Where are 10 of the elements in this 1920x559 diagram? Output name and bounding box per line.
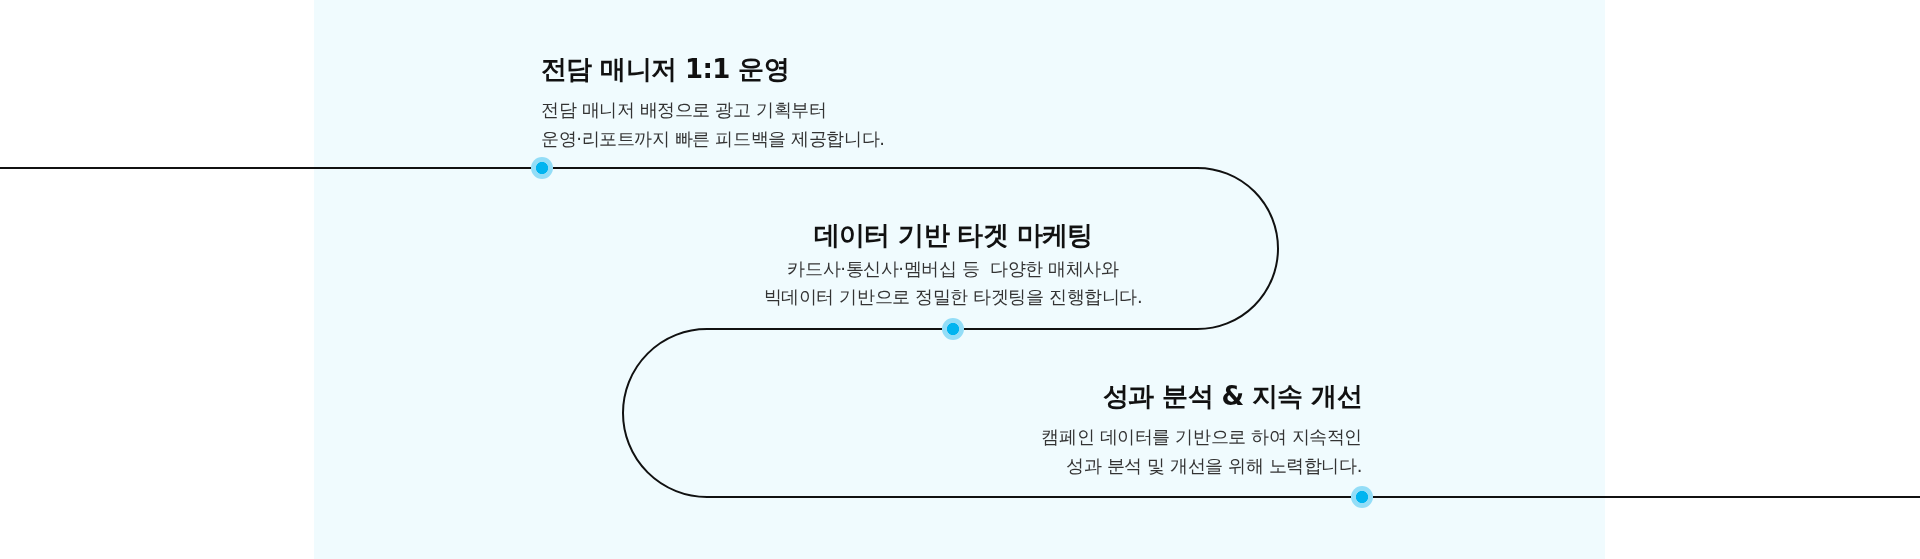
timeline-line xyxy=(622,328,1352,498)
step-title: 전담 매니저 1:1 운영 xyxy=(541,53,789,86)
step-title: 데이터 기반 타겟 마케팅 xyxy=(813,218,1093,252)
step-description: 카드사·통신사·멤버십 등 다양한 매체사와 빅데이터 기반으로 정밀한 타겟팅을 진행합니다. xyxy=(762,256,1144,309)
timeline-line xyxy=(552,167,1279,330)
timeline-line xyxy=(1372,496,1920,498)
step-title: 성과 분석 & 지속 개선 xyxy=(1103,380,1363,413)
timeline-line xyxy=(0,167,532,169)
step-description: 전담 매니저 배정으로 광고 기획부터 운영·리포트까지 빠른 피드백을 제공합니다. xyxy=(541,98,886,151)
step-description: 캠페인 데이터를 기반으로 하여 지속적인 성과 분석 및 개선을 위해 노력합니다. xyxy=(1040,424,1362,479)
